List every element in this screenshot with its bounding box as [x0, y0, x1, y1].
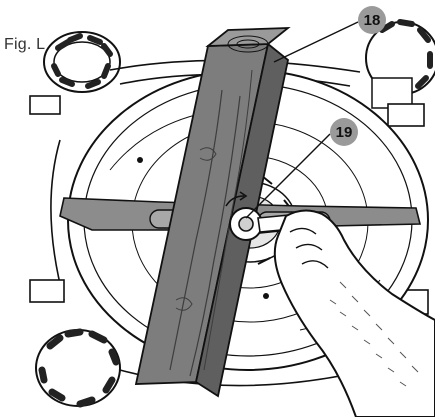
gloved-hand [273, 209, 435, 417]
callout-18: 18 [273, 6, 386, 63]
callout-19-label: 19 [336, 124, 353, 141]
callout-19: 19 [245, 118, 358, 219]
wheel-bottom-left [35, 328, 121, 408]
callout-18-label: 18 [364, 12, 381, 29]
wheel-top-left [43, 31, 121, 93]
figure-label: Fig. L [4, 36, 46, 53]
wheel-top-right [365, 19, 435, 109]
rotation-arrow [225, 191, 248, 207]
